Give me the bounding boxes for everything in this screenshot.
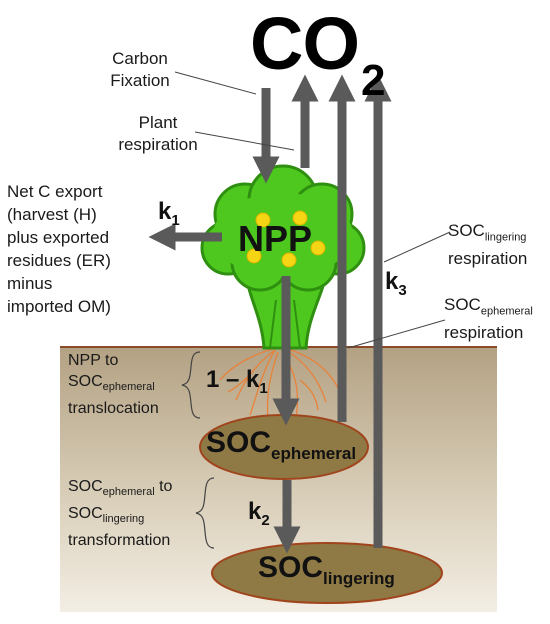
soc-to-soc-label: SOCephemeral to SOClingering transformat…: [68, 478, 173, 550]
npp-label: NPP: [238, 218, 313, 259]
soc-lingering-label: SOClingering: [258, 551, 395, 588]
npp-to-soc-label: NPP to SOCephemeral translocation: [68, 352, 159, 418]
soc-ephemeral-respiration-label: SOCephemeral respiration: [444, 295, 533, 343]
carbon-fixation-label: Carbon Fixation: [110, 49, 170, 90]
soc-ephemeral-label: SOCephemeral: [206, 426, 357, 463]
net-export-label: Net C export (harvest (H) plus exported …: [7, 182, 111, 316]
plant-respiration-label: Plant respiration: [118, 113, 198, 154]
brace-npp-to-soc: [181, 351, 201, 419]
k1-complement-label: 1 – k1: [206, 366, 268, 397]
k1-label: k1: [158, 198, 180, 229]
k2-label: k2: [248, 498, 270, 529]
soc-lingering-respiration-label: SOClingering respiration: [448, 221, 528, 269]
tree-fruits: [246, 210, 326, 268]
k3-label: k3: [385, 268, 407, 299]
roots: [219, 348, 339, 421]
brace-soc-to-soc: [195, 477, 215, 549]
soc-lingering-pool: [211, 542, 443, 604]
co2-title: CO2: [250, 2, 386, 106]
